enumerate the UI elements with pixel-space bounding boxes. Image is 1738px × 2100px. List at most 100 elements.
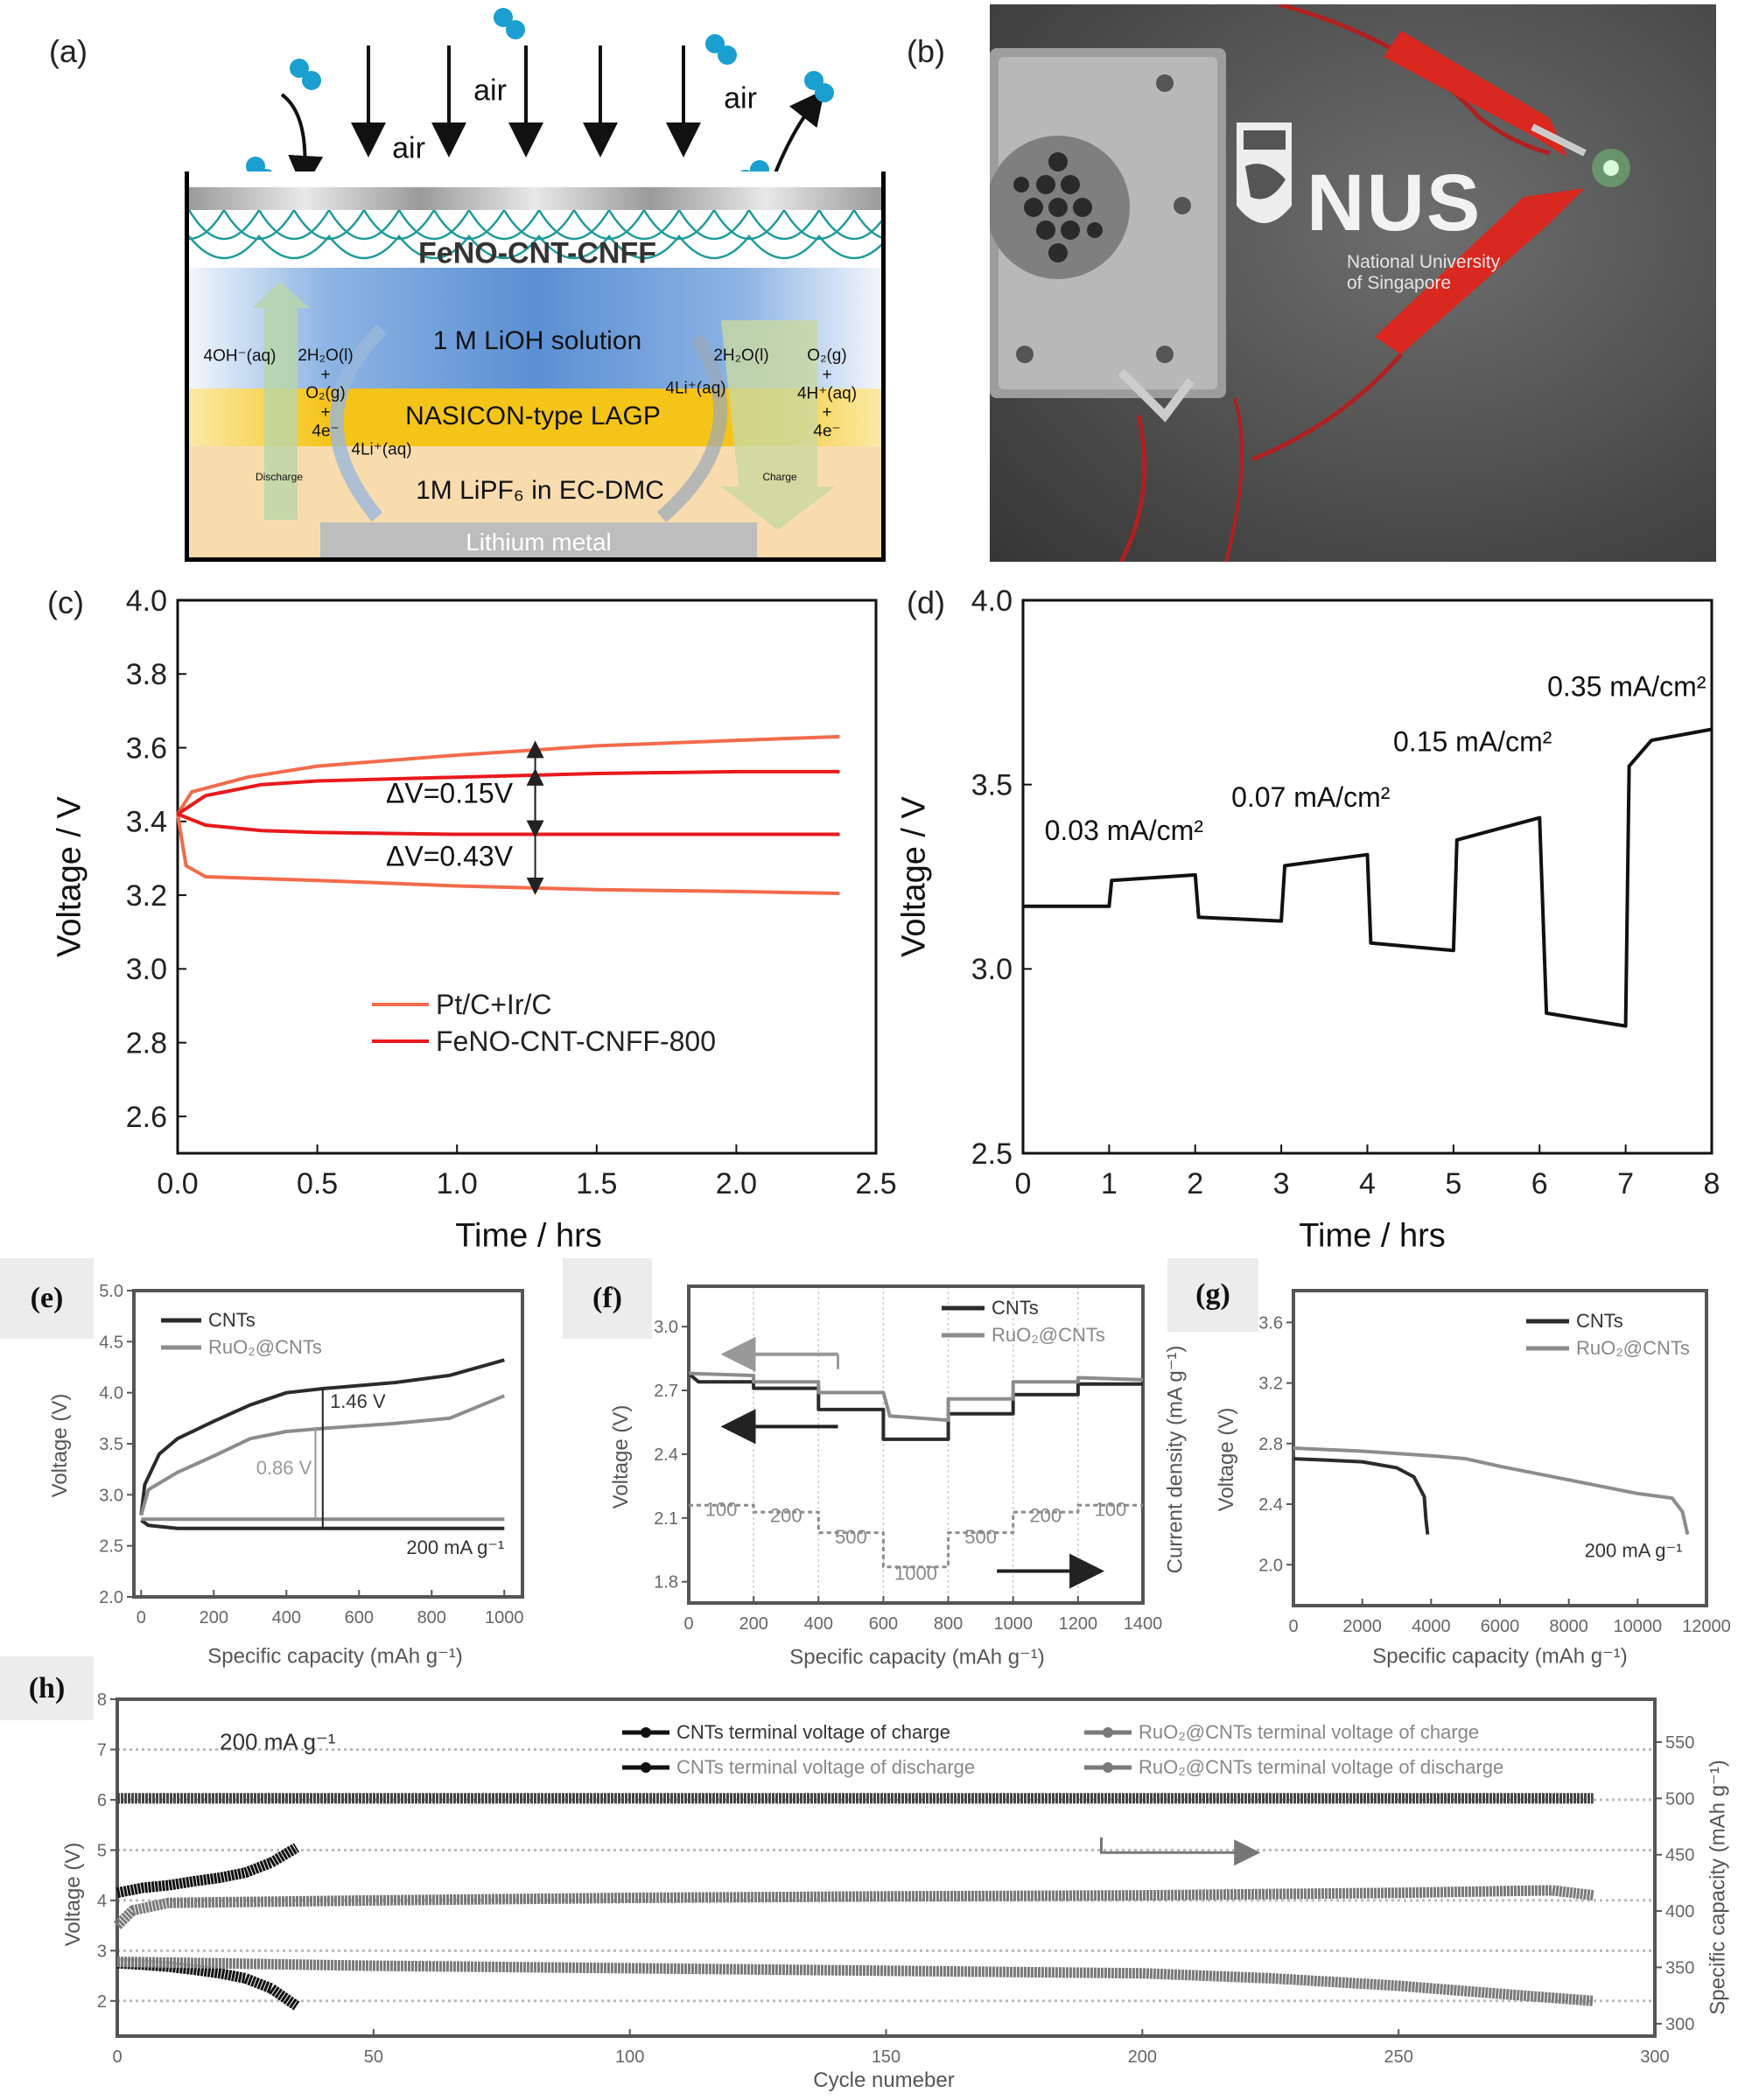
chart-e-xlabel: Specific capacity (mAh g⁻¹) [207,1644,463,1669]
chart-f-ylabel: Voltage (V) [609,1404,633,1509]
y-tick-label: 2.5 [99,1537,123,1557]
y-tick-label: 2.4 [1258,1495,1283,1515]
x-tick-label: 0 [1015,1167,1032,1200]
wire [1118,415,1147,562]
air-out-curved-arrow [773,89,825,176]
nus-logo-text: NUS [1307,158,1482,248]
annotation: 0.86 V [256,1457,312,1479]
x-tick-label: 2.5 [855,1167,896,1200]
annotation: 500 [835,1526,867,1548]
lithium-metal-anode: Lithium metal [320,522,757,557]
annotation: 200 [770,1505,802,1527]
annotation: 200 mA g⁻¹ [1585,1540,1683,1562]
annotation: 100 [1095,1498,1127,1520]
y-tick-label: 2.4 [654,1446,678,1465]
wire [1251,353,1403,462]
y-tick-label: 3 [97,1942,107,1961]
species-label: + [320,403,331,422]
x-tick-label: 0.0 [157,1167,198,1200]
chart-e-ylabel: Voltage (V) [48,1393,72,1498]
charge-down-arrow-icon [721,320,835,530]
x-tick-label: 1200 [1059,1614,1098,1634]
cathode-label: FeNO-CNT-CNFF [418,236,656,270]
y-tick-label: 6 [97,1791,107,1810]
species-label: 2H₂O(l) [298,346,354,365]
x-tick-label: 6000 [1481,1617,1520,1636]
y-tick-label: 5.0 [99,1282,123,1301]
legend-label: RuO₂@CNTs [992,1324,1105,1346]
y-tick-label: 8 [97,1690,107,1710]
x-tick-label: 250 [1384,2048,1412,2067]
panel-label-b: (b) [907,33,945,69]
x-tick-label: 8 [1704,1167,1720,1200]
annotation: 100 [705,1498,738,1520]
legend-label: CNTs [1576,1310,1623,1332]
plot-frame [687,1284,1145,1605]
y-tick-label: 5 [97,1841,107,1860]
aqueous-label: 1 M LiOH solution [432,326,642,355]
series-current-density [689,1503,1143,1569]
series-ruo-cnts [688,1371,1144,1423]
y2-tick-label: 500 [1665,1789,1694,1809]
legend-marker [641,1727,651,1738]
panel-label-a: (a) [49,33,88,69]
x-tick-label: 12000 [1682,1617,1731,1636]
green-led-icon [1603,160,1619,176]
plot-frame [132,1289,524,1599]
air-label: air [724,81,757,116]
x-tick-label: 1400 [1124,1614,1163,1634]
x-tick-label: 800 [934,1614,963,1634]
annotation: ΔV=0.43V [386,840,514,872]
panel-a-schematic: (a) air air air [0,0,963,578]
y-tick-label: 2.0 [1258,1556,1283,1575]
battery-photo: NUS National University of Singapore [990,4,1716,562]
chart-c-xlabel: Time / hrs [455,1217,602,1255]
y-tick-label: 3.0 [126,953,167,986]
y-tick-label: 2.1 [654,1509,678,1529]
plot-frame [1292,1289,1708,1607]
y-tick-label: 2.8 [1258,1435,1283,1454]
discharge-label: Discharge [255,471,304,483]
plot-frame [116,1698,1657,2038]
species-label: 4e⁻ [312,422,340,441]
chart-g-ylabel: Voltage (V) [1215,1407,1238,1512]
series-cnts [1293,1457,1430,1535]
species-label: + [822,403,832,422]
air-in-curved-arrow [280,93,324,191]
x-tick-label: 6 [1531,1167,1548,1200]
red-alligator-clip-lower [1375,188,1585,354]
species-label: 4Li⁺(aq) [351,440,412,459]
legend-label: CNTs terminal voltage of charge [676,1721,950,1743]
cnt-mesh-pattern [189,207,881,260]
x-tick-label: 200 [1128,2048,1157,2067]
x-tick-label: 0 [112,2048,122,2067]
x-tick-label: 0.5 [297,1167,338,1200]
legend-marker [1103,1762,1113,1773]
annotation: 200 [1029,1505,1062,1527]
discharge-up-arrow-icon [252,282,310,520]
species-label: 4Li⁺(aq) [665,379,726,398]
panel-label-e: (e) [0,1258,94,1339]
x-tick-label: 2000 [1342,1617,1382,1636]
x-tick-label: 2.0 [716,1167,757,1200]
x-tick-label: 600 [345,1608,374,1628]
chart-h-xlabel: Cycle numeber [813,2068,955,2092]
y-tick-label: 4.5 [99,1333,123,1352]
y-tick-label: 4.0 [971,584,1013,618]
y2-tick-label: 450 [1665,1846,1694,1866]
series-voltage [1023,727,1713,1028]
chart-f-y2label: Current density (mA g⁻¹) [1163,1345,1188,1574]
y-tick-label: 2.7 [654,1382,678,1401]
y-tick-label: 1.8 [654,1573,678,1592]
panel-label-h: (h) [0,1656,94,1720]
wire [1278,4,1551,156]
x-tick-label: 4000 [1412,1617,1451,1636]
series-cnts-charge [139,1358,505,1516]
x-tick-label: 4 [1359,1167,1376,1200]
y-tick-label: 7 [97,1740,107,1760]
y-tick-label: 3.6 [1258,1313,1283,1333]
